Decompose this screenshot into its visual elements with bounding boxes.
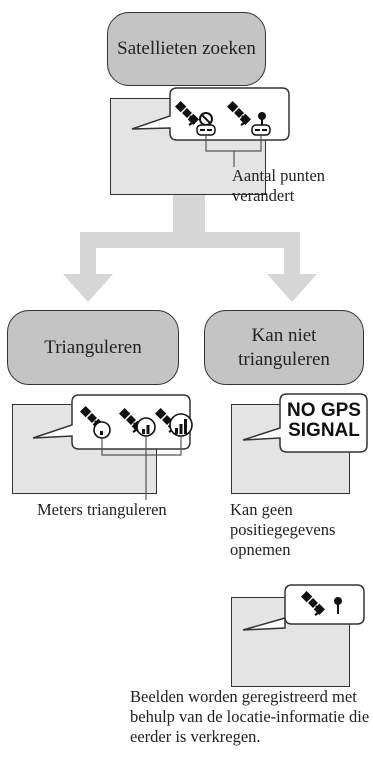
box-triangulating: Trianguleren <box>7 310 179 385</box>
bubble-no-gps <box>242 393 368 453</box>
flow-arrow-right-head <box>267 274 317 302</box>
flow-arrow-stem <box>173 185 205 232</box>
box-searching-satellites: Satellieten zoeken <box>107 12 266 86</box>
dots-box-left <box>196 124 216 136</box>
no-gps-line-2: SIGNAL <box>288 419 360 441</box>
label-meters-triangulating: Meters trianguleren <box>37 500 167 519</box>
no-gps-line-1: NO GPS <box>287 400 361 421</box>
box-cannot-triangulate-label: Kan niet trianguleren <box>238 324 330 370</box>
label-recorded-previous: Beelden worden geregistreerd met behulp … <box>130 687 370 746</box>
box-triangulating-label: Trianguleren <box>44 336 142 358</box>
flow-arrow-left-shaft <box>80 232 96 278</box>
label-points-change: Aantal punten verandert <box>232 166 326 205</box>
dots-box-right <box>251 124 271 136</box>
flow-arrow-branch <box>80 232 300 248</box>
box-searching-label: Satellieten zoeken <box>117 38 256 60</box>
connector-meters <box>101 436 182 456</box>
box-cannot-triangulate: Kan niet trianguleren <box>204 310 364 385</box>
label-cannot-record: Kan geen positiegegevens opnemen <box>230 500 336 559</box>
flow-arrow-left-head <box>63 274 113 302</box>
no-gps-signal-badge: NO GPS SIGNAL <box>284 401 364 441</box>
bubble-previous-location <box>242 584 365 631</box>
flow-arrow-right-shaft <box>284 232 300 278</box>
